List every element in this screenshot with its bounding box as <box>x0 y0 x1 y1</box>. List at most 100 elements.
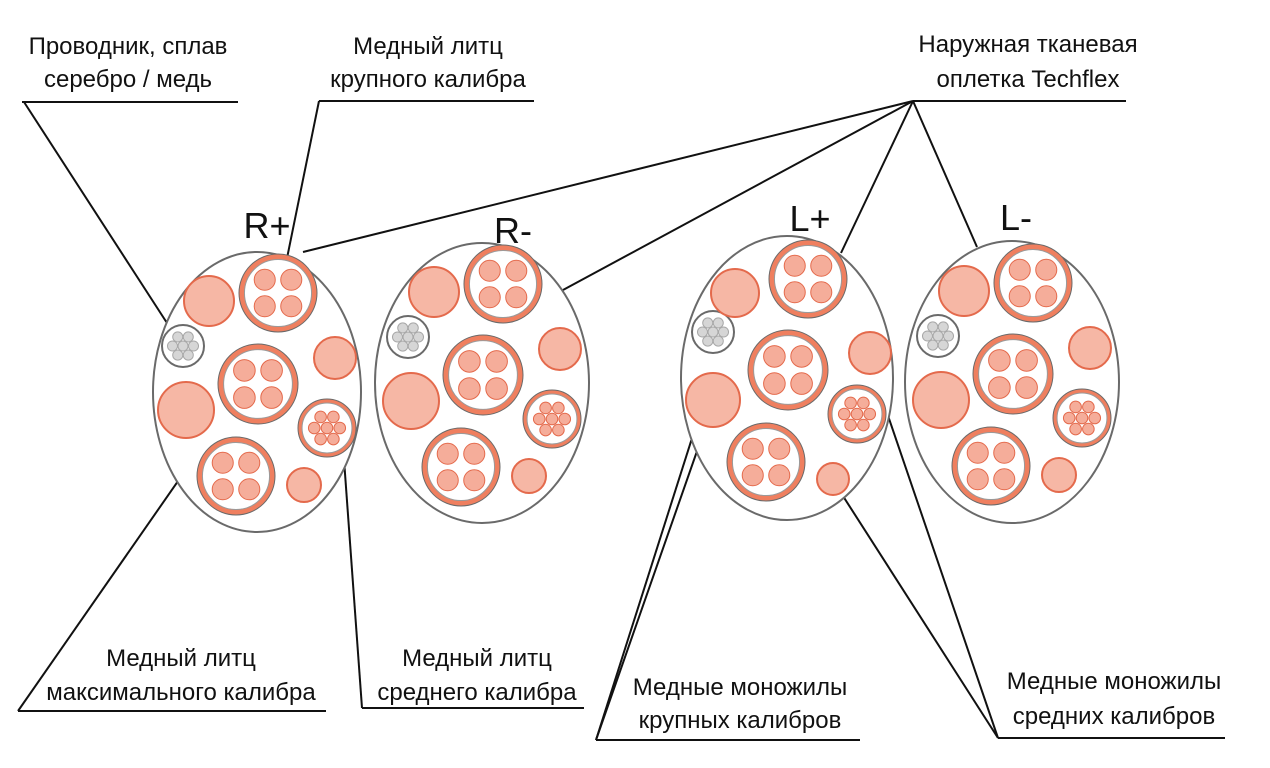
litz-strand <box>478 259 501 282</box>
litz-bundle-core <box>998 248 1068 318</box>
copper-solid-conductor <box>183 275 235 327</box>
litz-strand <box>260 359 283 382</box>
callout-litz-large-line2: крупного калибра <box>330 66 526 93</box>
callout-mono-medium-line1: Медные моножилы <box>1007 668 1222 695</box>
litz-strand <box>966 441 989 464</box>
copper-solid-conductor <box>313 336 357 380</box>
litz-strand <box>478 286 501 309</box>
callout-litz-medium-line1: Медный литц <box>402 645 552 672</box>
callout-litz-large-line1: Медный литц <box>353 33 503 60</box>
silver-strand <box>696 326 709 338</box>
leader-line <box>840 100 914 254</box>
leader-lines <box>17 100 1225 741</box>
litz-strand <box>1015 376 1038 399</box>
copper-solid-conductor <box>511 458 547 494</box>
copper-solid-conductor <box>710 268 760 318</box>
copper-solid-conductor <box>382 372 440 430</box>
silver-strand <box>397 340 409 352</box>
litz-bundle-core <box>956 431 1026 501</box>
litz-strand <box>1082 400 1095 414</box>
leader-line <box>833 481 999 739</box>
copper-solid-conductor <box>157 381 215 439</box>
litz-strand <box>783 254 806 277</box>
silver-strand <box>187 340 200 352</box>
silver-strand <box>172 349 184 361</box>
litz-strand <box>993 468 1016 491</box>
litz-bundle-core <box>773 244 843 314</box>
litz-strand <box>988 349 1011 372</box>
silver-strand <box>407 322 419 334</box>
copper-solid-conductor <box>685 372 741 428</box>
copper-solid-conductor <box>912 371 970 429</box>
litz-strand <box>988 376 1011 399</box>
callout-techflex-line1: Наружная тканевая <box>918 31 1137 58</box>
callout-techflex-line2: оплетка Techflex <box>937 66 1120 93</box>
litz-strand <box>485 377 508 400</box>
litz-strand <box>539 423 552 437</box>
callout-mono-large: Медные моножилы крупных калибров <box>633 674 848 734</box>
silver-strand <box>712 335 724 347</box>
litz-strand <box>1035 285 1058 308</box>
channel-label-l-plus: L+ <box>789 198 830 239</box>
callout-mono-medium: Медные моножилы средних калибров <box>1007 668 1222 730</box>
callout-techflex: Наружная тканевая оплетка Techflex <box>918 31 1137 93</box>
cable-l-plus <box>680 235 894 521</box>
litz-bundle-core <box>978 339 1048 409</box>
litz-strand <box>837 407 851 421</box>
litz-strand <box>783 281 806 304</box>
leader-line <box>23 101 179 341</box>
litz-bundle-core <box>223 349 293 419</box>
litz-strand <box>320 421 334 435</box>
litz-strand <box>280 268 303 291</box>
litz-strand <box>790 372 813 395</box>
litz-strand <box>238 478 261 501</box>
copper-solid-conductor <box>848 331 892 375</box>
leader-line <box>302 100 914 253</box>
litz-strand <box>539 401 552 415</box>
litz-strand <box>238 451 261 474</box>
litz-strand <box>810 281 833 304</box>
litz-strand <box>463 469 486 492</box>
copper-solid-conductor <box>286 467 322 503</box>
litz-bundle-core <box>468 249 538 319</box>
litz-strand <box>850 407 864 421</box>
litz-strand <box>253 295 276 318</box>
callout-mono-large-line2: крупных калибров <box>639 707 842 734</box>
litz-bundle-core <box>731 427 801 497</box>
litz-strand <box>844 396 857 410</box>
leader-line <box>284 100 320 269</box>
silver-strand <box>391 331 404 343</box>
litz-strand <box>1088 411 1102 425</box>
silver-strand <box>932 330 944 342</box>
silver-strand <box>402 331 414 343</box>
silver-strand <box>397 322 409 334</box>
leader-line <box>595 413 711 741</box>
silver-strand <box>937 339 949 351</box>
litz-strand <box>1082 422 1095 436</box>
silver-strand <box>182 349 194 361</box>
cable-r-minus <box>374 242 590 524</box>
litz-strand <box>505 259 528 282</box>
leader-line <box>912 100 978 248</box>
callout-litz-max: Медный литц максимального калибра <box>46 645 316 706</box>
litz-strand <box>327 432 340 446</box>
litz-strand <box>545 412 559 426</box>
silver-strand <box>921 330 934 342</box>
litz-strand <box>741 464 764 487</box>
copper-solid-conductor <box>538 327 582 371</box>
litz-strand <box>552 401 565 415</box>
litz-strand <box>863 407 877 421</box>
cables <box>152 235 1120 533</box>
litz-strand <box>1062 411 1076 425</box>
litz-strand <box>790 345 813 368</box>
litz-bundle-core <box>448 340 518 410</box>
litz-strand <box>966 468 989 491</box>
leader-line <box>562 100 914 291</box>
silver-strand <box>172 331 184 343</box>
litz-strand <box>436 442 459 465</box>
litz-strand <box>1015 349 1038 372</box>
cable-l-minus <box>904 240 1120 524</box>
callout-silver-conductor: Проводник, сплав серебро / медь <box>29 33 228 93</box>
channel-label-r-plus: R+ <box>243 205 290 246</box>
